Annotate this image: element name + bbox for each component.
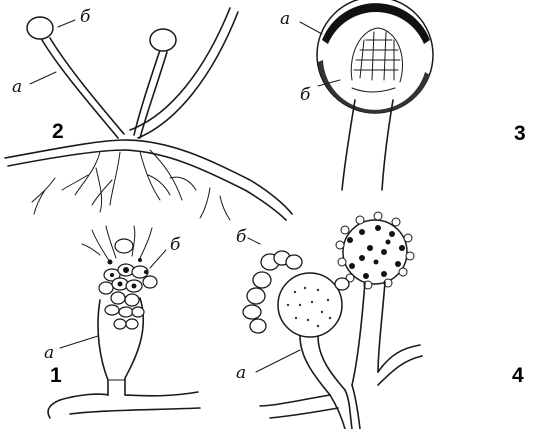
label-a-panel-1: а <box>44 343 54 363</box>
panel-number-4: 4 <box>512 364 524 387</box>
label-b-panel-2: б <box>80 7 91 27</box>
panel-number-3: 3 <box>514 122 526 145</box>
label-b-panel-1: б <box>170 235 181 255</box>
label-b-panel-4: б <box>236 227 247 247</box>
panel-number-2: 2 <box>52 120 64 143</box>
panel-number-1: 1 <box>50 364 62 387</box>
label-a-panel-2: а <box>12 77 22 97</box>
label-a-panel-4: а <box>236 363 246 383</box>
label-a-panel-3: а <box>280 9 290 29</box>
panel-4-drawing <box>243 212 422 429</box>
panel-2-rhizopus-drawing <box>5 8 292 220</box>
panel-3-sporangium-drawing <box>300 0 433 190</box>
label-b-panel-3: б <box>300 85 311 105</box>
